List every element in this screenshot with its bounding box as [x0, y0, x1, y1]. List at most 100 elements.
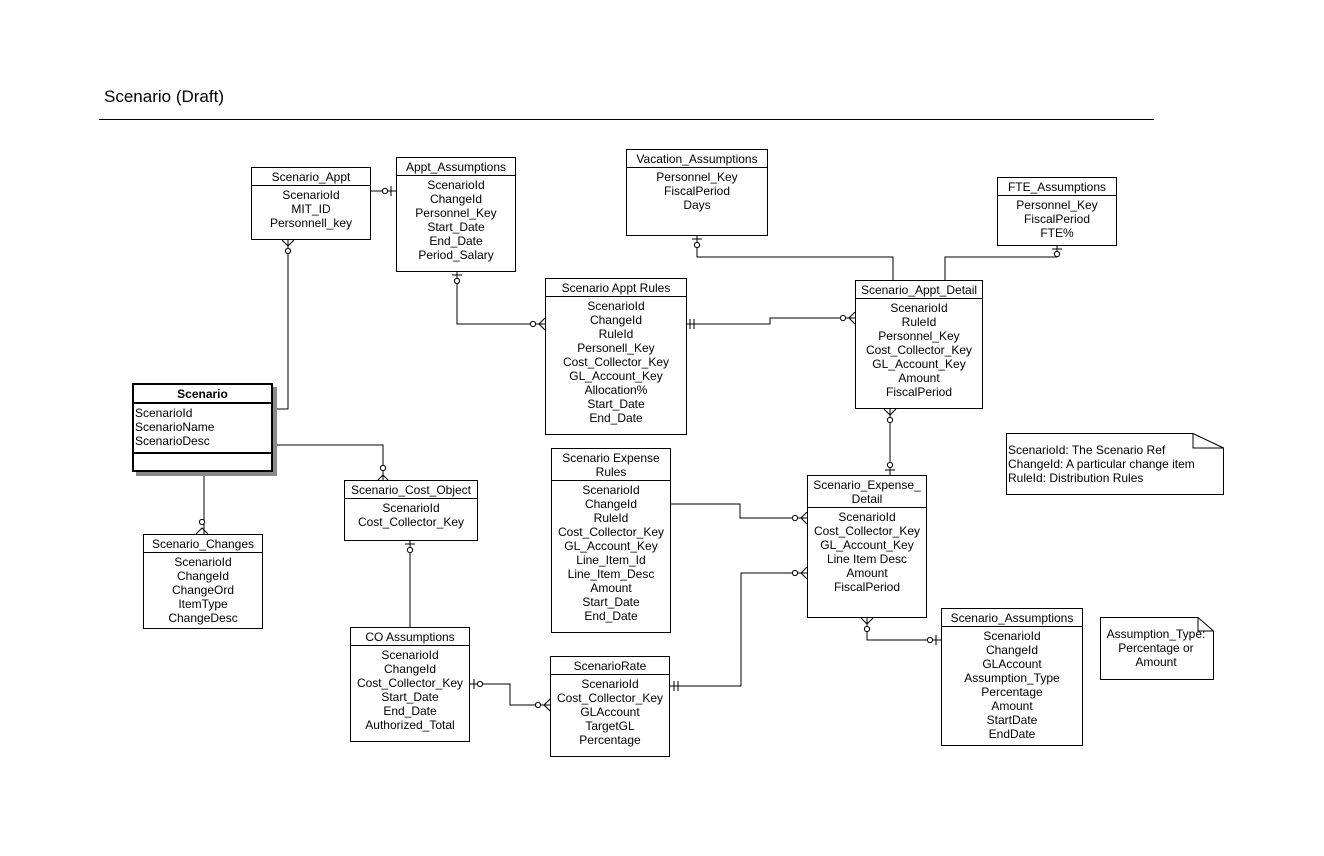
attribute: Personnel_Key	[1016, 198, 1098, 212]
optional-circle-expense-detail-upper	[791, 514, 799, 522]
optional-circle-scenario-appt	[284, 247, 292, 255]
attribute: FiscalPeriod	[885, 385, 953, 399]
attribute: ScenarioId	[427, 178, 485, 192]
attribute: RuleId	[598, 327, 634, 341]
entity-name: ScenarioRate	[551, 657, 669, 675]
attribute: FiscalPeriod	[1023, 212, 1091, 226]
entity-scenario-assumptions[interactable]: Scenario_Assumptions ScenarioId ChangeId…	[941, 608, 1083, 746]
rel-expense-rules-to-expense-detail	[670, 503, 807, 519]
entity-name: Scenario_Changes	[144, 535, 262, 553]
attribute: ScenarioId	[135, 406, 193, 420]
entity-appt-assumptions[interactable]: Appt_Assumptions ScenarioId ChangeId Per…	[396, 157, 516, 272]
attribute: Percentage	[579, 733, 641, 747]
attribute: Period_Salary	[418, 248, 494, 262]
optional-circle-appt-assumptions-bottom	[453, 277, 461, 285]
optional-circle-fte	[1053, 250, 1061, 258]
attribute: ScenarioId	[983, 629, 1041, 643]
entity-attributes: ScenarioId ChangeId Cost_Collector_Key S…	[351, 646, 469, 732]
attribute: ChangeId	[176, 569, 230, 583]
entity-scenario-appt-detail[interactable]: Scenario_Appt_Detail ScenarioId RuleId P…	[855, 280, 983, 409]
attribute: Line_Item_Desc	[567, 567, 655, 581]
entity-name: Scenario_Appt	[252, 168, 370, 186]
attribute: Amount	[898, 371, 940, 385]
attribute: ScenarioId	[838, 510, 896, 524]
title-rule	[99, 119, 1154, 120]
attribute: TargetGL	[585, 719, 635, 733]
attribute: Line_Item_Id	[576, 553, 646, 567]
rel-appt-assumptions-to-appt-rules	[456, 271, 545, 325]
entity-name: FTE_Assumptions	[998, 178, 1116, 196]
entity-vacation-assumptions[interactable]: Vacation_Assumptions Personnel_Key Fisca…	[626, 149, 768, 236]
entity-scenario-appt[interactable]: Scenario_Appt ScenarioId MIT_ID Personne…	[251, 167, 371, 240]
entity-attributes: ScenarioId ChangeId GLAccount Assumption…	[942, 627, 1082, 741]
optional-circle-cost-object	[379, 464, 387, 472]
attribute: ScenarioId	[381, 648, 439, 662]
entity-name-line: Detail	[851, 492, 883, 506]
optional-circle-appt-rules	[529, 320, 537, 328]
entity-scenario-expense-detail[interactable]: Scenario_Expense_ Detail ScenarioId Cost…	[807, 475, 927, 618]
attribute: Amount	[991, 699, 1033, 713]
attribute: FTE%	[1040, 226, 1074, 240]
attribute: ChangeDesc	[168, 611, 238, 625]
attribute: Amount	[846, 566, 888, 580]
optional-circle-vacation	[693, 241, 701, 249]
optional-circle-assumptions	[926, 636, 934, 644]
attribute: ChangeId	[985, 643, 1039, 657]
entity-attributes: ScenarioId ChangeId RuleId Cost_Collecto…	[552, 481, 670, 623]
attribute: Percentage	[981, 685, 1043, 699]
attribute: ScenarioId	[282, 188, 340, 202]
attribute: ScenarioDesc	[135, 434, 210, 448]
attribute: Assumption_Type	[964, 671, 1060, 685]
crowfoot-appt-detail	[848, 311, 856, 325]
crowfoot-rate	[543, 698, 551, 712]
attribute: GL_Account_Key	[569, 369, 663, 383]
entity-scenario[interactable]: Scenario ScenarioId ScenarioName Scenari…	[132, 383, 273, 472]
attribute: End_Date	[589, 411, 643, 425]
attribute: ScenarioId	[587, 299, 645, 313]
attribute: End_Date	[429, 234, 483, 248]
attribute: Start_Date	[381, 690, 439, 704]
attribute: GL_Account_Key	[872, 357, 966, 371]
double-bar-appt-rules	[689, 319, 695, 329]
attribute: Cost_Collector_Key	[813, 524, 921, 538]
rel-fte-to-appt-detail	[944, 245, 1058, 280]
rel-vacation-to-appt-detail	[696, 235, 894, 280]
attribute: Start_Date	[427, 220, 485, 234]
note-id-legend: ScenarioId: The Scenario Ref ChangeId: A…	[1006, 433, 1224, 495]
entity-attributes: ScenarioId MIT_ID Personnell_key	[252, 186, 370, 230]
entity-co-assumptions[interactable]: CO Assumptions ScenarioId ChangeId Cost_…	[350, 627, 470, 742]
attribute: End_Date	[584, 609, 638, 623]
note-text: Assumption_Type: Percentage or Amount	[1100, 617, 1214, 669]
note-text: ScenarioId: The Scenario Ref ChangeId: A…	[1006, 433, 1224, 485]
entity-attributes: ScenarioId Cost_Collector_Key	[345, 499, 477, 529]
entity-fte-assumptions[interactable]: FTE_Assumptions Personnel_Key FiscalPeri…	[997, 177, 1117, 246]
note-line: RuleId: Distribution Rules	[1008, 471, 1144, 485]
attribute: Days	[683, 198, 711, 212]
crowfoot-cost-object	[376, 474, 390, 482]
note-shape	[1100, 617, 1214, 680]
attribute: Cost_Collector_Key	[562, 355, 670, 369]
entity-attributes: ScenarioId RuleId Personnel_Key Cost_Col…	[856, 299, 982, 399]
rel-co-assumptions-to-rate	[469, 683, 550, 706]
attribute: Cost_Collector_Key	[356, 676, 464, 690]
optional-circle-appt-assumptions	[381, 187, 389, 195]
entity-scenario-appt-rules[interactable]: Scenario Appt Rules ScenarioId ChangeId …	[545, 278, 687, 435]
optional-circle-changes	[198, 518, 206, 526]
note-line: Percentage or	[1118, 641, 1194, 655]
entity-name: Scenario_Cost_Object	[345, 481, 477, 499]
attribute: Personnel_Key	[415, 206, 497, 220]
attribute: MIT_ID	[291, 202, 331, 216]
entity-scenario-rate[interactable]: ScenarioRate ScenarioId Cost_Collector_K…	[550, 656, 670, 757]
entity-scenario-cost-object[interactable]: Scenario_Cost_Object ScenarioId Cost_Col…	[344, 480, 478, 541]
attribute: ScenarioId	[174, 555, 232, 569]
entity-scenario-expense-rules[interactable]: Scenario Expense Rules ScenarioId Change…	[551, 448, 671, 633]
entity-attributes: ScenarioId Cost_Collector_Key GL_Account…	[808, 508, 926, 594]
entity-scenario-changes[interactable]: Scenario_Changes ScenarioId ChangeId Cha…	[143, 534, 263, 629]
attribute: RuleId	[593, 511, 629, 525]
attribute: Cost_Collector_Key	[557, 525, 665, 539]
entity-name: Scenario Expense Rules	[552, 449, 670, 481]
attribute: ChangeId	[383, 662, 437, 676]
entity-attributes: ScenarioId ScenarioName ScenarioDesc	[134, 404, 271, 454]
attribute: GL_Account_Key	[564, 539, 658, 553]
attribute: Personell_Key	[577, 341, 655, 355]
